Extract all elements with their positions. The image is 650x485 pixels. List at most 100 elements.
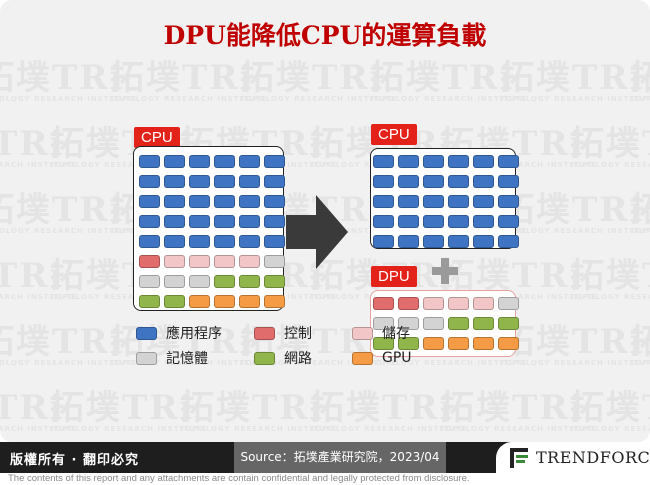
legend-swatch-control bbox=[254, 326, 275, 340]
core-block-storage bbox=[239, 255, 260, 268]
core-block-network bbox=[139, 295, 160, 308]
core-block-app bbox=[423, 195, 444, 208]
core-block-app bbox=[373, 235, 394, 248]
core-block-app bbox=[498, 175, 519, 188]
core-block-app bbox=[373, 175, 394, 188]
core-block-control bbox=[398, 297, 419, 310]
core-block-app bbox=[214, 215, 235, 228]
core-block-app bbox=[473, 155, 494, 168]
core-block-memory bbox=[164, 275, 185, 288]
core-block-app bbox=[164, 175, 185, 188]
core-block-app bbox=[239, 195, 260, 208]
core-block-app bbox=[448, 215, 469, 228]
core-block-app bbox=[264, 175, 285, 188]
core-block-app bbox=[473, 175, 494, 188]
cpu-panel-left bbox=[133, 146, 285, 311]
core-block-app bbox=[239, 155, 260, 168]
core-block-gpu bbox=[498, 337, 519, 350]
core-block-app bbox=[448, 175, 469, 188]
core-block-app bbox=[398, 195, 419, 208]
arrow-right-icon bbox=[286, 195, 348, 269]
cpu-core-grid-right bbox=[373, 155, 519, 248]
core-block-app bbox=[398, 215, 419, 228]
core-block-app bbox=[164, 155, 185, 168]
core-block-control bbox=[373, 297, 394, 310]
legend-swatch-gpu bbox=[352, 351, 373, 365]
core-block-app bbox=[448, 195, 469, 208]
plus-icon bbox=[432, 258, 458, 284]
core-block-app bbox=[473, 235, 494, 248]
core-block-app bbox=[239, 175, 260, 188]
core-block-app bbox=[423, 175, 444, 188]
core-block-app bbox=[139, 195, 160, 208]
core-block-app bbox=[448, 235, 469, 248]
source-text: Source：拓墣產業研究院，2023/04 bbox=[234, 442, 446, 473]
core-block-app bbox=[498, 215, 519, 228]
core-block-network bbox=[398, 337, 419, 350]
core-block-storage bbox=[448, 297, 469, 310]
core-block-gpu bbox=[264, 295, 285, 308]
core-block-app bbox=[423, 215, 444, 228]
core-block-storage bbox=[423, 297, 444, 310]
core-block-app bbox=[239, 235, 260, 248]
dpu-panel bbox=[370, 290, 519, 357]
slide-title: DPU能降低CPU的運算負載 bbox=[163, 21, 487, 50]
core-block-memory bbox=[189, 275, 210, 288]
core-block-app bbox=[139, 155, 160, 168]
core-block-app bbox=[373, 155, 394, 168]
core-block-network bbox=[264, 275, 285, 288]
core-block-app bbox=[189, 215, 210, 228]
disclaimer-text: The contents of this report and any atta… bbox=[8, 473, 470, 484]
core-block-app bbox=[139, 235, 160, 248]
core-block-app bbox=[264, 155, 285, 168]
core-block-network bbox=[373, 337, 394, 350]
legend-label-memory: 記憶體 bbox=[166, 351, 208, 367]
core-block-gpu bbox=[214, 295, 235, 308]
core-block-app bbox=[473, 215, 494, 228]
cpu-label-left: CPU bbox=[134, 127, 180, 148]
dpu-core-grid bbox=[373, 297, 519, 350]
footer-bar: 版權所有 · 翻印必究 Source：拓墣產業研究院，2023/04 TREND… bbox=[0, 442, 650, 473]
core-block-app bbox=[373, 215, 394, 228]
core-block-control bbox=[139, 255, 160, 268]
legend-label-app: 應用程序 bbox=[166, 326, 222, 342]
core-block-app bbox=[498, 235, 519, 248]
core-block-app bbox=[139, 215, 160, 228]
core-block-app bbox=[139, 175, 160, 188]
core-block-app bbox=[164, 235, 185, 248]
core-block-app bbox=[423, 155, 444, 168]
core-block-storage bbox=[473, 297, 494, 310]
core-block-network bbox=[164, 295, 185, 308]
legend-label-gpu: GPU bbox=[382, 350, 412, 366]
core-block-app bbox=[373, 195, 394, 208]
core-block-app bbox=[189, 195, 210, 208]
core-block-app bbox=[448, 155, 469, 168]
core-block-app bbox=[423, 235, 444, 248]
core-block-gpu bbox=[473, 337, 494, 350]
trendforce-logo: TRENDFORCE bbox=[496, 442, 650, 473]
core-block-app bbox=[264, 195, 285, 208]
core-block-app bbox=[398, 175, 419, 188]
core-block-app bbox=[264, 215, 285, 228]
core-block-app bbox=[164, 215, 185, 228]
